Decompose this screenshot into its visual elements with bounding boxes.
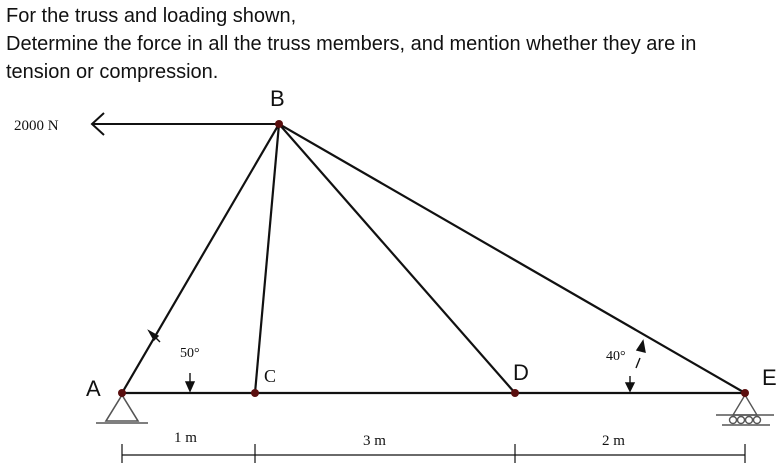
angle-label-A: 50° — [180, 346, 200, 361]
joint-label-C: C — [264, 366, 276, 386]
joints — [118, 120, 749, 397]
problem-statement: For the truss and loading shown, Determi… — [6, 2, 776, 86]
roller-support-E — [716, 393, 774, 426]
joint-label-E: E — [762, 365, 777, 390]
dim-label-CD: 3 m — [363, 433, 386, 449]
joint-E — [741, 389, 749, 397]
load-arrow — [90, 112, 279, 136]
angle-label-E: 40° — [606, 349, 626, 364]
dim-label-DE: 2 m — [602, 433, 625, 449]
joint-label-D: D — [513, 360, 529, 385]
problem-line-1: For the truss and loading shown, — [6, 5, 297, 27]
problem-line-2: Determine the force in all the truss mem… — [6, 33, 697, 55]
member-AB — [121, 123, 280, 394]
joint-label-A: A — [86, 376, 101, 401]
joint-B — [275, 120, 283, 128]
truss-members — [121, 123, 746, 395]
joint-label-B: B — [270, 86, 285, 111]
member-BD — [278, 123, 516, 394]
pin-support-A — [96, 393, 148, 424]
angle-marker-E — [624, 339, 646, 393]
angle-marker-A — [147, 329, 196, 393]
dimension-line — [121, 444, 746, 463]
member-BC — [253, 123, 281, 394]
problem-line-3: tension or compression. — [6, 61, 219, 83]
member-BE — [278, 123, 746, 394]
joint-C — [251, 389, 259, 397]
load-label: 2000 N — [14, 118, 59, 134]
joint-D — [511, 389, 519, 397]
joint-A — [118, 389, 126, 397]
dim-label-AC: 1 m — [174, 430, 197, 446]
